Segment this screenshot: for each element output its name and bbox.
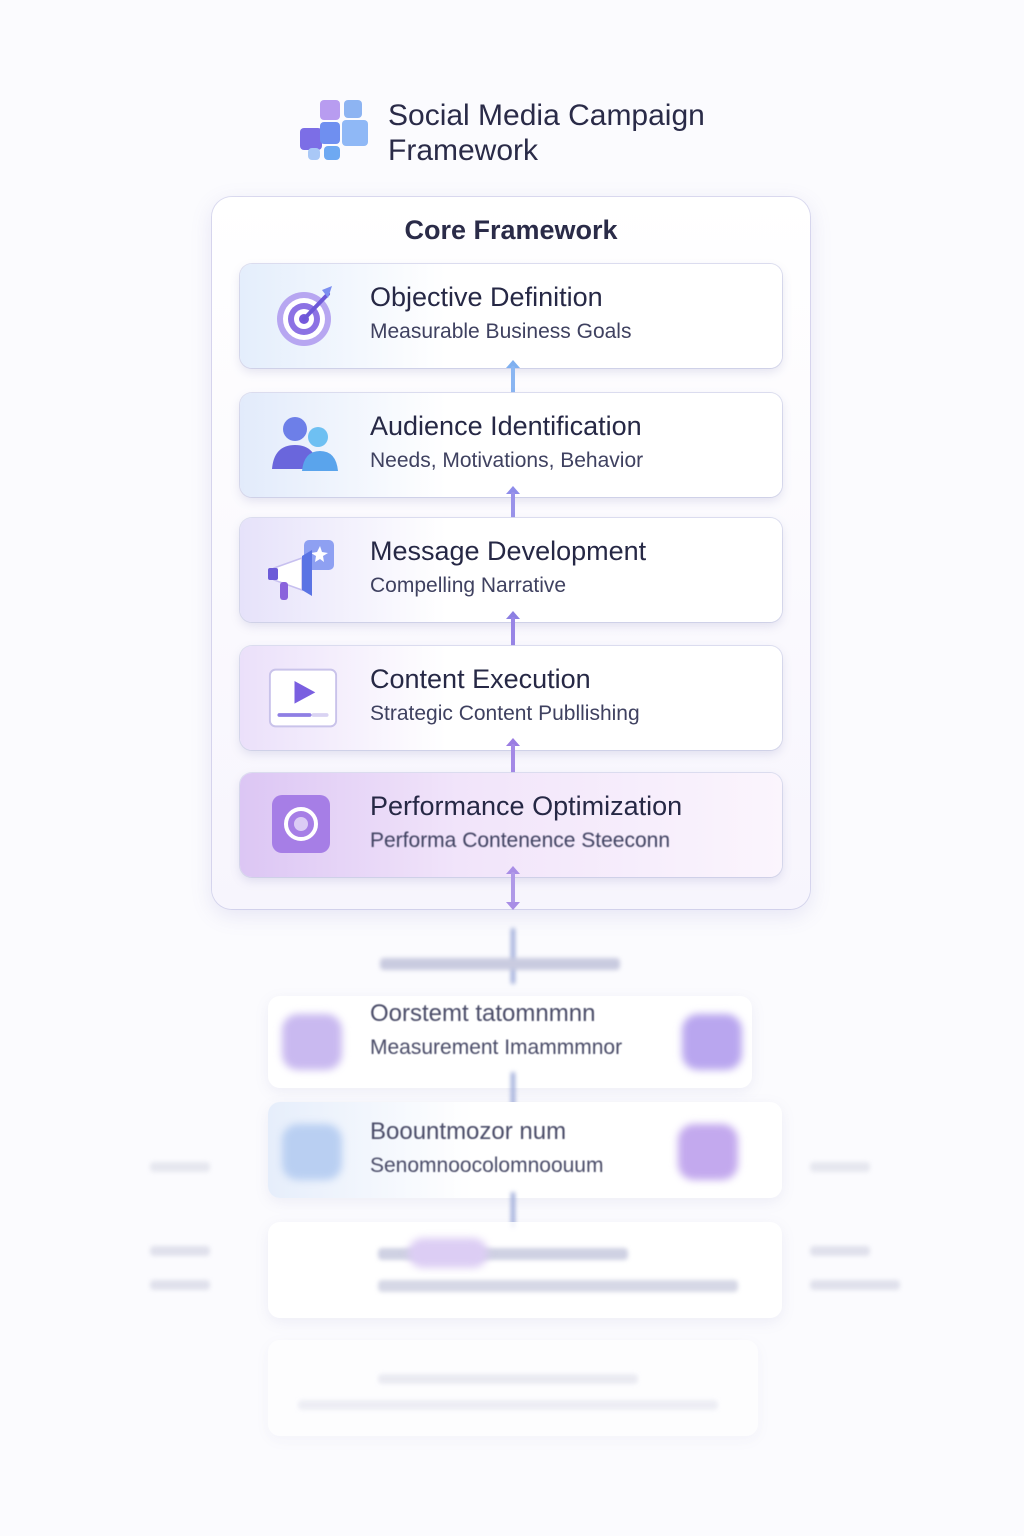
faded-card-title: Oorstemt tatomnmnn: [370, 1000, 596, 1027]
faded-card-description: Senomnoocolomnoouum: [370, 1154, 604, 1177]
step-name: Message Development: [370, 536, 647, 566]
faded-icon: [282, 1124, 342, 1180]
step-name: Audience Identification: [370, 411, 642, 441]
page-title: Social Media Campaign Framework: [388, 98, 705, 168]
step-content-execution[interactable]: Content Execution Strategic Content Publ…: [240, 646, 782, 750]
step-name: Content Execution: [370, 664, 591, 694]
page-title-line2: Framework: [388, 134, 539, 167]
people-icon: [268, 413, 338, 477]
step-description: Compelling Narrative: [370, 574, 567, 597]
faded-card: [268, 1340, 758, 1436]
logo-icon: [300, 98, 370, 162]
faded-text-line: [810, 1246, 870, 1256]
step-description: Strategic Content Publlishing: [370, 702, 640, 725]
faded-icon: [682, 1014, 742, 1070]
connector-arrow: [506, 866, 520, 910]
faded-text-line: [380, 958, 620, 970]
step-objective-definition[interactable]: Objective Definition Measurable Business…: [240, 264, 782, 368]
faded-icon: [678, 1124, 738, 1180]
panel-title: Core Framework: [404, 215, 618, 245]
megaphone-icon: [268, 538, 338, 602]
step-performance-optimization[interactable]: Performance Optimization Performa Conten…: [240, 773, 782, 877]
faded-text-line: [150, 1162, 210, 1172]
video-play-icon: [268, 666, 338, 730]
faded-text-line: [810, 1280, 900, 1290]
step-name: Objective Definition: [370, 282, 603, 312]
step-name: Performance Optimization: [370, 791, 683, 821]
faded-card: [268, 1102, 782, 1198]
header: Social Media Campaign Framework: [300, 98, 705, 168]
target-icon: [268, 284, 338, 348]
step-audience-identification[interactable]: Audience Identification Needs, Motivatio…: [240, 393, 782, 497]
optimization-icon: [268, 793, 338, 857]
step-description: Needs, Motivations, Behavior: [370, 449, 644, 472]
faded-text-line: [378, 1280, 738, 1292]
faded-text-line: [298, 1400, 718, 1410]
step-description: Measurable Business Goals: [370, 320, 632, 343]
faded-connector: [511, 1192, 515, 1228]
faded-card-title: Boountmozor num: [370, 1118, 567, 1145]
faded-lower-section: Oorstemt tatomnmnn Measurement Imammmnor…: [0, 900, 1024, 1460]
faded-text-line: [150, 1246, 210, 1256]
faded-connector: [511, 928, 515, 984]
faded-card: [268, 996, 752, 1088]
faded-card: [268, 1222, 782, 1318]
faded-card-description: Measurement Imammmnor: [370, 1036, 623, 1059]
core-framework-panel: Core Framework Objective Definition Meas…: [212, 197, 810, 909]
faded-text-line: [378, 1374, 638, 1384]
faded-icon: [282, 1014, 342, 1070]
faded-connector: [511, 1072, 515, 1108]
step-description: Performa Contenence Steeconn: [370, 829, 671, 852]
faded-text-line: [150, 1280, 210, 1290]
faded-text-line: [810, 1162, 870, 1172]
step-message-development[interactable]: Message Development Compelling Narrative: [240, 518, 782, 622]
faded-icon: [408, 1238, 488, 1268]
page-title-line1: Social Media Campaign: [388, 99, 705, 132]
